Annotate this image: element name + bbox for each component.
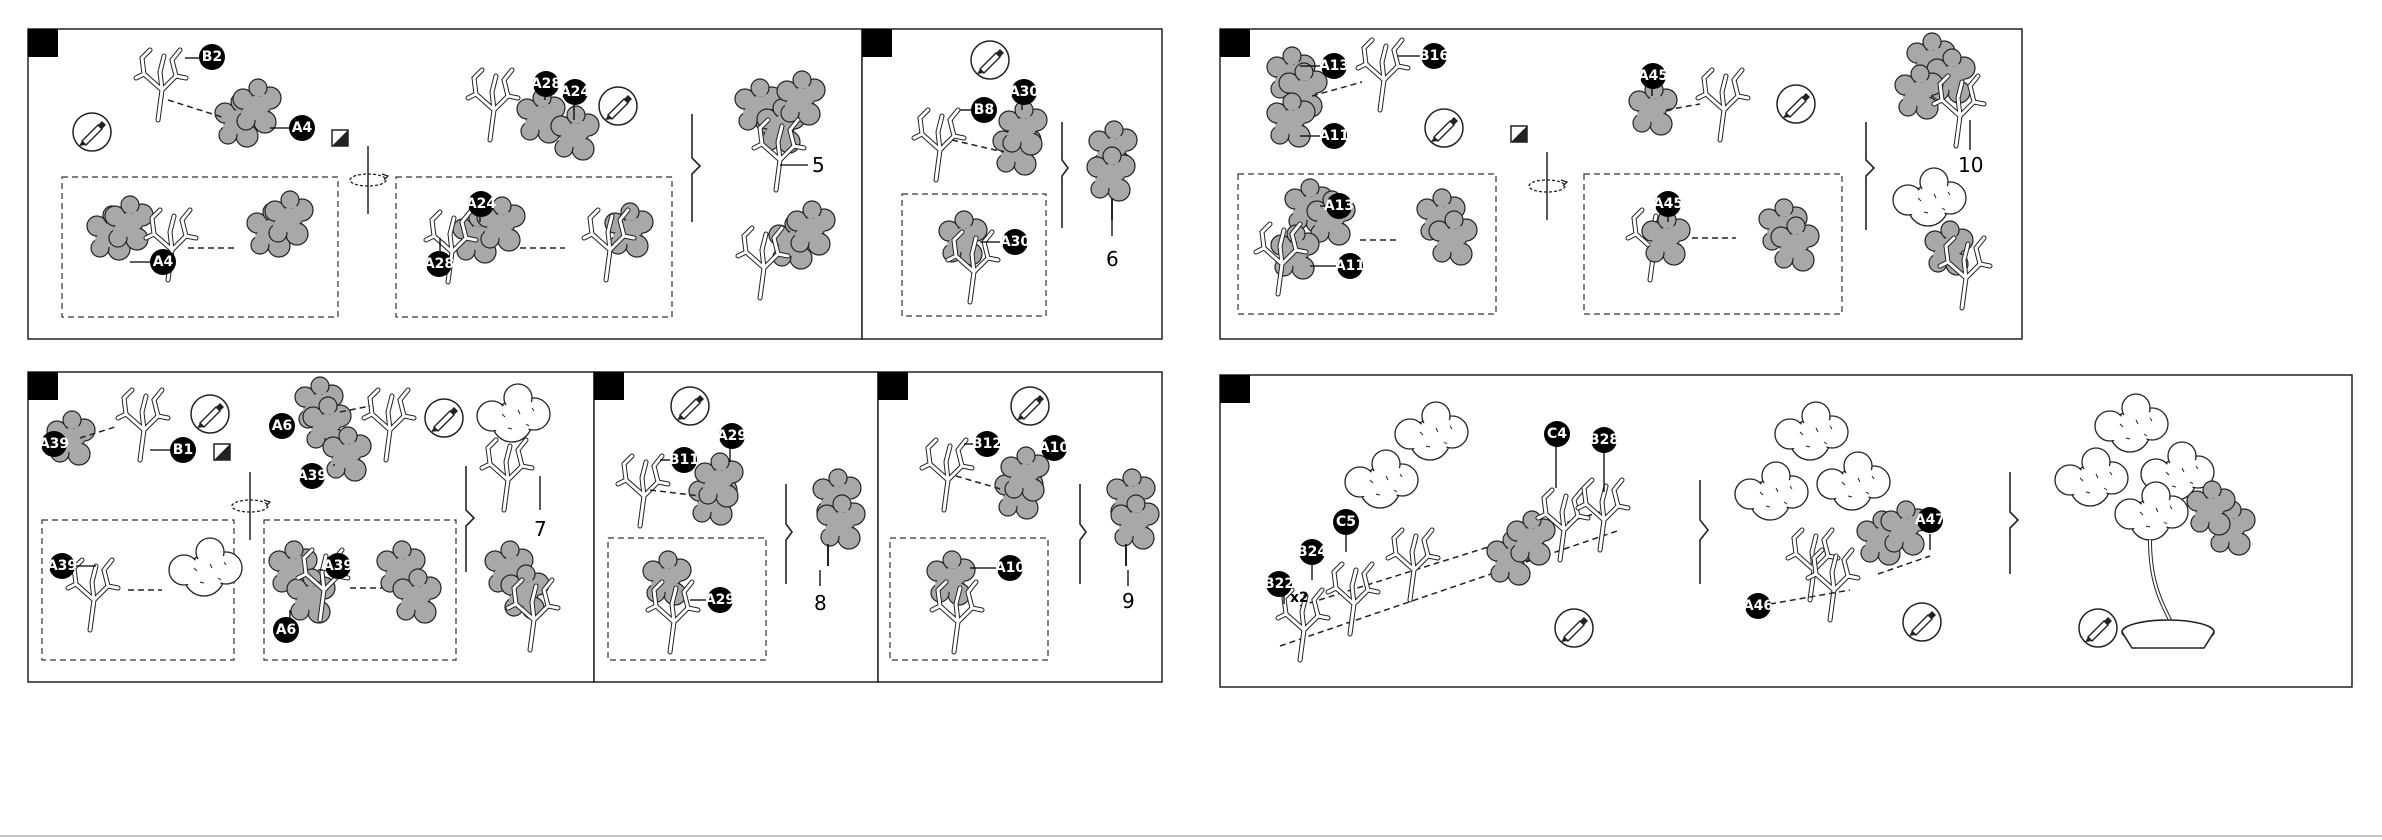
glue-pen-icon [1903,603,1941,641]
svg-text:B1: B1 [173,442,193,458]
svg-text:A11: A11 [1319,128,1349,144]
svg-text:A29: A29 [717,428,747,444]
svg-text:A46: A46 [1743,598,1773,614]
panel-1: 5 B2 A4 A28 A24 A4 A24 A28 [28,29,862,339]
svg-text:B16: B16 [1419,48,1449,64]
glue-pen-icon [1425,109,1463,147]
tool-hint-icon [1511,126,1527,142]
svg-text:B12: B12 [972,436,1002,452]
glue-pen-icon [191,395,229,433]
step-number-box [1220,375,1250,403]
svg-text:A39: A39 [297,468,327,484]
panel-7: x2 B22 B24 C5 C4 [1220,375,2352,687]
svg-text:A6: A6 [276,622,297,638]
result-number: 7 [534,517,547,541]
glue-pen-icon [1777,85,1815,123]
step-number-box [28,372,58,400]
svg-text:A10: A10 [995,560,1026,576]
svg-text:A10: A10 [1039,440,1070,456]
svg-text:A24: A24 [466,196,497,212]
svg-text:C4: C4 [1547,426,1567,442]
svg-text:A29: A29 [705,592,735,608]
tool-hint-icon [214,444,230,460]
glue-pen-icon [2079,609,2117,647]
svg-text:B24: B24 [1297,544,1327,560]
svg-text:A30: A30 [1009,84,1040,100]
step-number-box [1220,29,1250,57]
glue-pen-icon [425,399,463,437]
glue-pen-icon [599,87,637,125]
svg-text:A39: A39 [323,558,353,574]
svg-text:A39: A39 [39,436,69,452]
svg-text:A4: A4 [153,254,174,270]
result-number: 10 [1958,153,1983,177]
glue-pen-icon [1555,609,1593,647]
svg-text:B11: B11 [669,452,699,468]
glue-pen-icon [971,41,1009,79]
result-number: 6 [1106,247,1119,271]
svg-text:A13: A13 [1324,198,1354,214]
result-number: 8 [814,591,827,615]
svg-text:C5: C5 [1336,514,1356,530]
svg-text:A28: A28 [531,76,561,92]
svg-text:A11: A11 [1335,258,1365,274]
glue-pen-icon [1011,387,1049,425]
tool-hint-icon [332,130,348,146]
svg-text:A45: A45 [1653,196,1683,212]
glue-pen-icon [73,113,111,151]
panel-2: 6 B8 A30 A30 [862,29,1162,339]
result-number: 9 [1122,589,1135,613]
step-number-box [594,372,624,400]
svg-text:B2: B2 [202,49,222,65]
svg-text:A45: A45 [1638,68,1668,84]
panel-3: 10 A13 B16 A11 A45 A13 A11 A45 [1220,29,2022,339]
quantity-label: x2 [1290,590,1309,606]
svg-text:A24: A24 [560,84,591,100]
panel-4: 7 A39 B1 A6 A39 A39 A6 [28,372,594,682]
step-number-box [862,29,892,57]
panel-6: 9 B12 A10 A10 [878,372,1162,682]
svg-text:A4: A4 [292,120,313,136]
panel-5: 8 B11 A29 A29 [594,372,878,682]
svg-text:A28: A28 [424,256,454,272]
svg-text:A39: A39 [47,558,77,574]
step-number-box [28,29,58,57]
svg-text:B28: B28 [1589,432,1619,448]
result-number: 5 [812,153,825,177]
svg-text:A30: A30 [1000,234,1031,250]
svg-text:A13: A13 [1319,58,1349,74]
svg-text:A47: A47 [1915,512,1945,528]
svg-text:B8: B8 [974,102,994,118]
svg-text:A6: A6 [272,418,293,434]
glue-pen-icon [671,387,709,425]
step-number-box [878,372,908,400]
svg-text:B22: B22 [1264,576,1294,592]
